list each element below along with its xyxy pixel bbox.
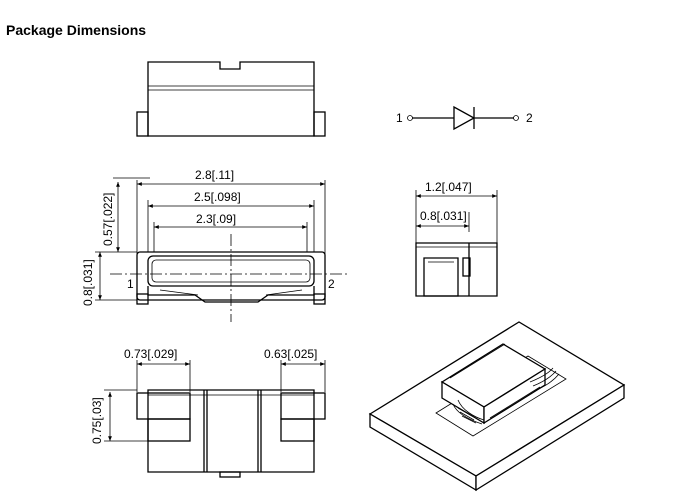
dim-2-5: 2.5[.098] (194, 190, 241, 204)
front-pin1-label: 1 (127, 277, 134, 291)
side-view: 1.2[.047] 0.8[.031] (415, 180, 498, 297)
diode-pin1-label: 1 (396, 111, 403, 125)
dim-0-8-side: 0.8[.031] (420, 209, 467, 223)
dim-0-73: 0.73[.029] (124, 347, 177, 361)
diode-pin2-label: 2 (526, 111, 533, 125)
diode-symbol: 1 2 (396, 105, 533, 131)
dim-0-8: 0.8[.031] (81, 259, 95, 306)
isometric-view (368, 321, 626, 492)
section-heading: Package Dimensions (6, 22, 147, 38)
dim-0-63: 0.63[.025] (264, 347, 317, 361)
top-view (136, 61, 326, 137)
dim-0-57: 0.57[.022] (101, 193, 115, 246)
dim-2-8: 2.8[.11] (195, 168, 234, 182)
dim-2-3: 2.3[.09] (196, 212, 236, 226)
dim-0-75: 0.75[.03] (90, 397, 104, 444)
front-view: 2.8[.11] 2.5[.098] 2.3[.09] 0.57[.022] 0… (81, 168, 350, 322)
dim-1-2: 1.2[.047] (425, 180, 472, 194)
bottom-view: 0.73[.029] 0.63[.025] 0.75[.03] (90, 347, 326, 478)
front-pin2-label: 2 (328, 277, 335, 291)
